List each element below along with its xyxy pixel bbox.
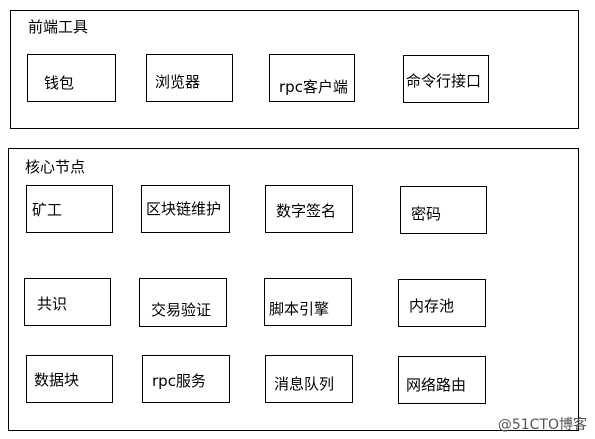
node-blockchain-maintenance-label: 区块链维护	[146, 200, 222, 218]
node-browser: 浏览器	[146, 54, 233, 102]
node-data-block-label: 数据块	[34, 371, 80, 389]
node-miner-label: 矿工	[32, 201, 63, 219]
node-transaction-validation-label: 交易验证	[151, 301, 212, 319]
node-wallet-label: 钱包	[44, 74, 75, 92]
node-blockchain-maintenance: 区块链维护	[141, 185, 230, 233]
node-message-queue-label: 消息队列	[274, 375, 335, 393]
node-consensus-label: 共识	[37, 295, 68, 313]
node-cli-label: 命令行接口	[406, 72, 482, 90]
node-transaction-validation: 交易验证	[139, 278, 227, 327]
watermark: @51CTO博客	[497, 417, 587, 433]
node-digital-signature-label: 数字签名	[276, 202, 337, 220]
node-rpc-service: rpc服务	[142, 355, 230, 403]
node-digital-signature: 数字签名	[265, 185, 353, 233]
node-browser-label: 浏览器	[155, 73, 201, 91]
core-node-title: 核心节点	[25, 158, 86, 176]
node-mempool: 内存池	[398, 279, 486, 327]
node-cli: 命令行接口	[403, 55, 489, 103]
node-miner: 矿工	[26, 185, 113, 233]
node-script-engine-label: 脚本引擎	[269, 300, 330, 318]
frontend-tools-title: 前端工具	[28, 18, 89, 36]
node-rpc-service-label: rpc服务	[152, 372, 206, 390]
node-rpc-client: rpc客户端	[269, 54, 355, 102]
node-consensus: 共识	[24, 278, 111, 326]
node-rpc-client-label: rpc客户端	[279, 78, 348, 96]
node-network-routing-label: 网络路由	[406, 376, 467, 394]
node-data-block: 数据块	[26, 355, 113, 403]
node-cryptography-label: 密码	[411, 205, 442, 223]
node-message-queue: 消息队列	[265, 355, 353, 403]
node-script-engine: 脚本引擎	[264, 278, 352, 326]
node-cryptography: 密码	[400, 186, 487, 234]
node-network-routing: 网络路由	[398, 356, 486, 404]
node-wallet: 钱包	[27, 54, 116, 102]
node-mempool-label: 内存池	[409, 297, 455, 315]
